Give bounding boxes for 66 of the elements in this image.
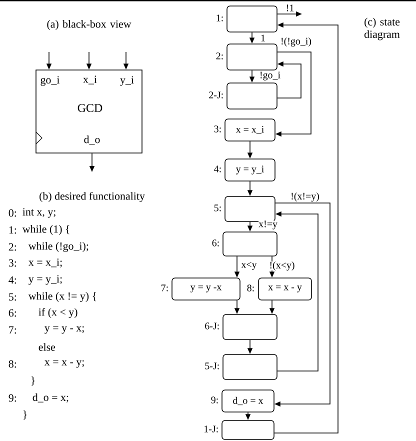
edge-label: 1 xyxy=(260,34,266,42)
panel-title: (b) desired functionality xyxy=(40,192,145,202)
state-box xyxy=(224,196,276,222)
code-text: d_o = x; xyxy=(32,393,68,403)
state-box xyxy=(222,420,274,440)
code-text: while (x != y) { xyxy=(28,292,96,302)
state-name: 6-J: xyxy=(205,322,219,330)
state-box xyxy=(222,354,278,380)
edge-label: x<y xyxy=(241,262,257,270)
state-box: y = y -x xyxy=(172,278,240,300)
code-text: while (!go_i); xyxy=(28,242,88,252)
state-box xyxy=(226,6,278,32)
code-text: 3: xyxy=(8,259,16,267)
state-box xyxy=(222,232,278,256)
code-text: } xyxy=(31,376,35,386)
code-text: 8: xyxy=(8,360,16,368)
code-text: y = y_i; xyxy=(28,275,62,285)
state-name: 1: xyxy=(216,14,223,22)
block-name: GCD xyxy=(78,104,102,112)
state-box: x = x_i xyxy=(224,118,276,142)
block-box xyxy=(36,70,142,154)
code-text: 4: xyxy=(8,276,16,284)
port-label: d_o xyxy=(84,136,100,144)
state-name: 3: xyxy=(214,126,221,132)
state-name: 2: xyxy=(216,52,223,60)
code-text: y = y - x; xyxy=(44,326,84,334)
code-text: x = x - y; xyxy=(44,360,84,368)
state-name: 2-J: xyxy=(209,92,223,98)
edge-label: !(x!=y) xyxy=(290,192,320,202)
port-label: y_i xyxy=(120,76,134,86)
code-text: 1: xyxy=(9,226,16,234)
code-text: if (x < y) xyxy=(38,308,78,318)
code-text: 2: xyxy=(8,243,16,251)
port-label: x_i xyxy=(83,76,97,84)
state-name: 4: xyxy=(214,166,221,172)
edge-label: !(!go_i) xyxy=(280,37,312,47)
code-text: int x, y; xyxy=(22,208,56,218)
state-name: 6: xyxy=(212,240,219,246)
code-text: 7: xyxy=(9,326,16,334)
state-name: 9: xyxy=(211,396,218,404)
edge-label: x!=y xyxy=(258,220,278,230)
state-name: 7: xyxy=(162,284,168,292)
code-text: 6: xyxy=(8,309,16,317)
state-name: 5-J: xyxy=(205,362,219,370)
state-box: y = y_i xyxy=(224,158,276,182)
state-name: 5: xyxy=(214,204,221,212)
edge-label: !(x<y) xyxy=(269,261,295,271)
state-box xyxy=(222,314,278,340)
edge-label: !1 xyxy=(286,4,294,12)
code-text: 0: xyxy=(8,209,16,217)
code-text: } xyxy=(23,410,27,420)
code-text: 9: xyxy=(8,394,16,402)
code-text: while (1) { xyxy=(22,225,70,235)
state-name: 8: xyxy=(247,284,254,292)
state-box xyxy=(226,82,278,110)
panel-title: (c) state diagram xyxy=(364,18,400,40)
code-text: else xyxy=(38,343,56,351)
state-box: d_o = x xyxy=(222,390,274,412)
state-box xyxy=(226,44,278,70)
state-box: x = x - y xyxy=(258,278,312,300)
port-label: go_i xyxy=(40,76,60,86)
edge-label: !go_i xyxy=(259,72,281,80)
code-text: x = x_i; xyxy=(28,258,62,268)
code-text: 5: xyxy=(9,293,16,301)
state-name: 1-J: xyxy=(204,426,218,432)
panel-title: (a) black-box view xyxy=(47,20,132,30)
